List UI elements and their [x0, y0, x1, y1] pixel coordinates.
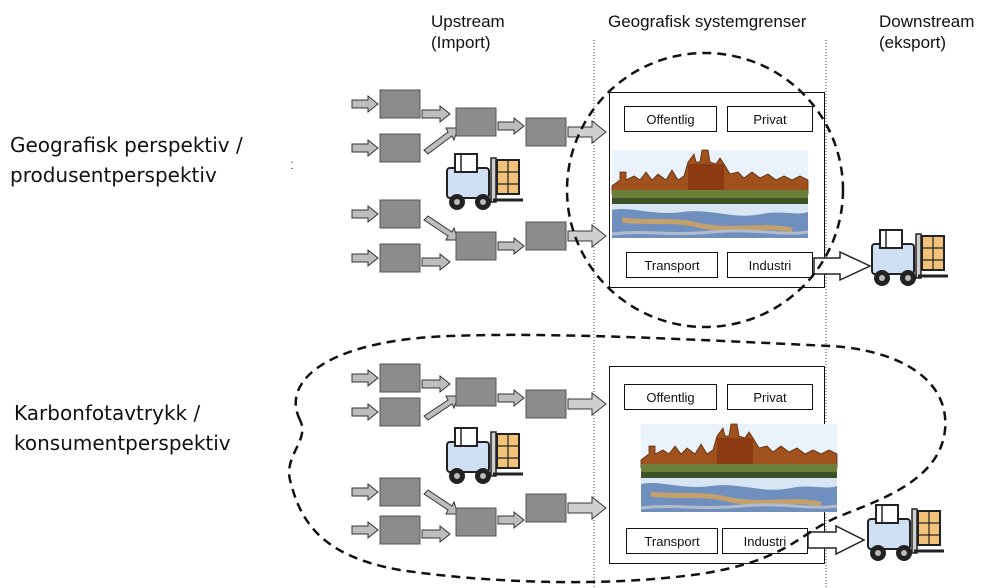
upstream-header: Upstream (Import) — [431, 12, 505, 52]
link-arrow — [421, 104, 451, 124]
row-label-geographic: Geografisk perspektiv / produsentperspek… — [10, 133, 243, 187]
forklift-icon — [870, 228, 950, 288]
boundary-circle — [565, 51, 845, 329]
link-arrow — [421, 252, 451, 272]
link-arrow — [497, 388, 525, 408]
town-illustration — [612, 150, 808, 238]
link-arrow — [497, 510, 525, 530]
export-arrow — [813, 250, 872, 282]
boundary-footprint — [287, 333, 947, 584]
sector-transport: Transport — [626, 252, 718, 278]
forklift-icon — [866, 503, 946, 563]
row-1-supply-chain — [351, 89, 607, 273]
link-arrow — [497, 236, 525, 256]
link-arrow — [421, 524, 451, 544]
export-arrow — [807, 524, 866, 556]
row-label-carbon-footprint: Karbonfotavtrykk / konsumentperspektiv — [14, 401, 231, 455]
row-2-supply-chain — [351, 363, 607, 545]
sector-industri: Industri — [727, 252, 813, 278]
sector-privat: Privat — [727, 106, 813, 132]
stray-mark: ː — [290, 156, 294, 172]
sector-industri: Industri — [722, 528, 808, 554]
sector-offentlig: Offentlig — [624, 106, 717, 132]
link-arrow — [497, 116, 525, 136]
downstream-header: Downstream (eksport) — [879, 12, 975, 52]
sector-transport: Transport — [626, 528, 718, 554]
town-illustration — [641, 424, 837, 512]
link-arrow — [421, 374, 451, 394]
boundary-header: Geografisk systemgrenser — [608, 12, 807, 31]
sector-offentlig: Offentlig — [624, 384, 717, 410]
sector-privat: Privat — [727, 384, 813, 410]
